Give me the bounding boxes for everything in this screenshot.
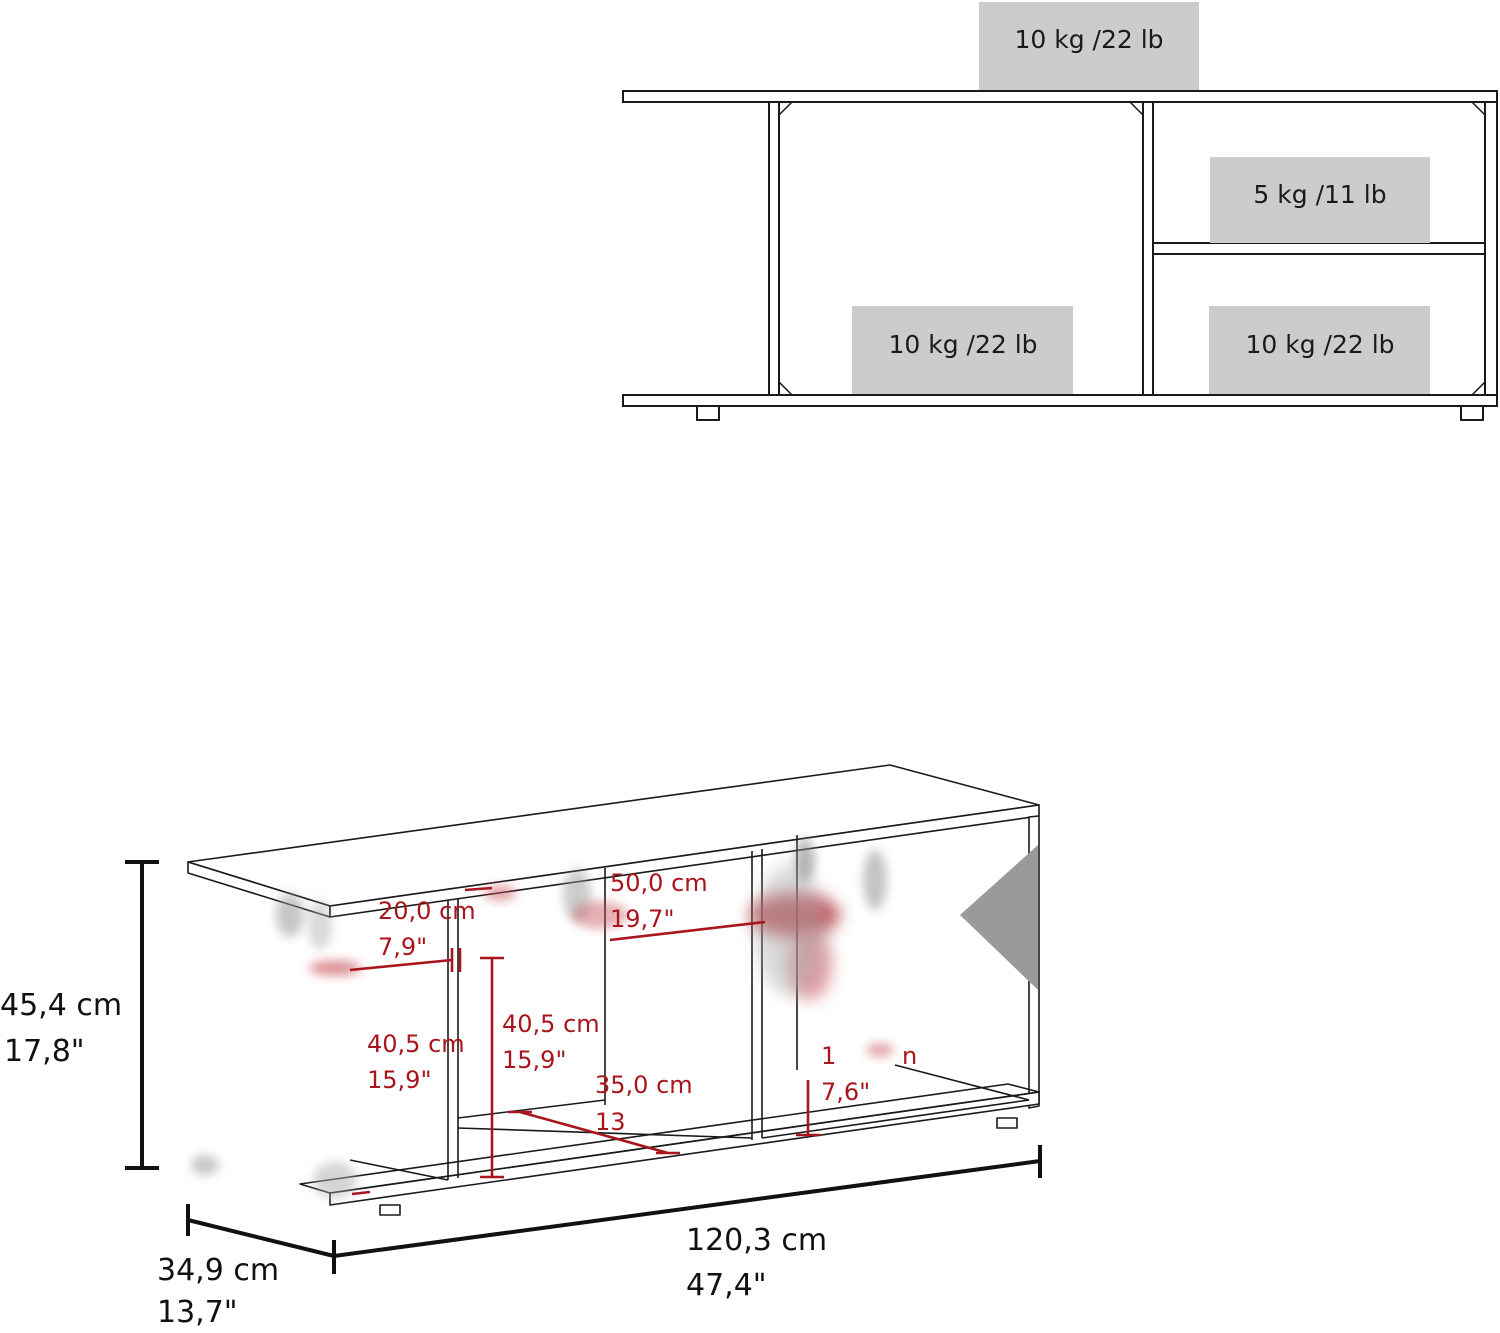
gray-smudge [313, 1162, 357, 1198]
dim-mid-height-in: 15,9" [502, 1046, 566, 1074]
dim-line-open-width [609, 920, 766, 942]
red-smudge [309, 960, 361, 976]
dim-small-height-cm-a: 1 [821, 1042, 836, 1070]
gray-smudge [755, 865, 825, 995]
shelf-edge [761, 1099, 1030, 1139]
depth-dim-line [187, 1218, 335, 1258]
bracket [1470, 101, 1486, 117]
load-label-top: 10 kg /22 lb [1014, 25, 1163, 54]
shelf-edge [457, 1099, 606, 1119]
divider-left [768, 101, 780, 396]
foot [379, 1204, 401, 1216]
load-box-top [979, 2, 1199, 90]
load-label-shelf: 5 kg /11 lb [1253, 180, 1386, 209]
dim-depth-in: 13,7" [157, 1295, 238, 1330]
foot [996, 1117, 1018, 1129]
dim-open-width-in: 19,7" [610, 905, 674, 933]
shelf-edge [457, 1127, 753, 1139]
dim-small-height-in: 7,6" [821, 1078, 870, 1106]
isometric-view [187, 764, 1040, 1216]
divider-middle [1142, 101, 1154, 396]
bottom-slab-top [299, 1083, 1040, 1194]
dim-shelf-width-in: 7,9" [378, 933, 427, 961]
bottom-panel [622, 394, 1498, 407]
load-box-shelf [1210, 157, 1430, 243]
dim-shelf-width-cm: 20,0 cm [378, 897, 476, 925]
dim-left-height-in: 15,9" [367, 1066, 431, 1094]
bottom-slab-front [329, 1091, 1040, 1206]
inner-dimension-lines [349, 886, 820, 1196]
dim-mid-height-cm: 40,5 cm [502, 1010, 600, 1038]
gray-smudge [960, 845, 1038, 990]
dim-width-cm: 120,3 cm [686, 1223, 827, 1258]
load-capacity-view [622, 90, 1498, 421]
gray-smudge [308, 900, 332, 950]
dim-small-height-cm-b: n [902, 1042, 917, 1070]
red-smudge [572, 901, 628, 929]
dim-left-height-cm: 40,5 cm [367, 1030, 465, 1058]
bracket [1128, 101, 1144, 117]
load-label-right-bottom: 10 kg /22 lb [1245, 330, 1394, 359]
shelf-edge [349, 1159, 449, 1181]
dim-width-in: 47,4" [686, 1268, 767, 1303]
overall-dimension-lines [125, 860, 1042, 1274]
side-panel-right [1484, 101, 1498, 396]
gray-smudge [276, 893, 304, 937]
width-dim-line [333, 1159, 1041, 1258]
bracket [778, 101, 794, 117]
dim-open-width-cm: 50,0 cm [610, 869, 708, 897]
dim-line-left-stub [351, 1190, 371, 1196]
dim-line-depth [519, 1110, 669, 1155]
foot [696, 405, 720, 421]
top-panel [622, 90, 1498, 103]
dim-line-shelf-width [349, 958, 453, 972]
dim-depth-in: 13 [595, 1108, 626, 1136]
dim-depth-cm: 35,0 cm [595, 1071, 693, 1099]
load-box-right-bottom [1209, 306, 1430, 394]
red-smudge [866, 1043, 894, 1057]
bracket [778, 380, 794, 396]
shelf-edge [894, 1064, 1030, 1101]
smudge-artifacts [191, 838, 1038, 1198]
load-box-left-bottom [852, 306, 1073, 394]
dim-line-top-stub [464, 886, 493, 892]
dim-height-cm: 45,4 cm [0, 988, 122, 1023]
dim-depth-cm: 34,9 cm [157, 1253, 279, 1288]
gray-smudge [863, 850, 887, 910]
dim-height-in: 17,8" [4, 1034, 85, 1069]
foot [1460, 405, 1484, 421]
gray-smudge [191, 1155, 219, 1175]
gray-smudge [795, 838, 815, 882]
inner-shelf [1152, 242, 1486, 255]
bracket [1470, 380, 1486, 396]
load-label-left-bottom: 10 kg /22 lb [888, 330, 1037, 359]
